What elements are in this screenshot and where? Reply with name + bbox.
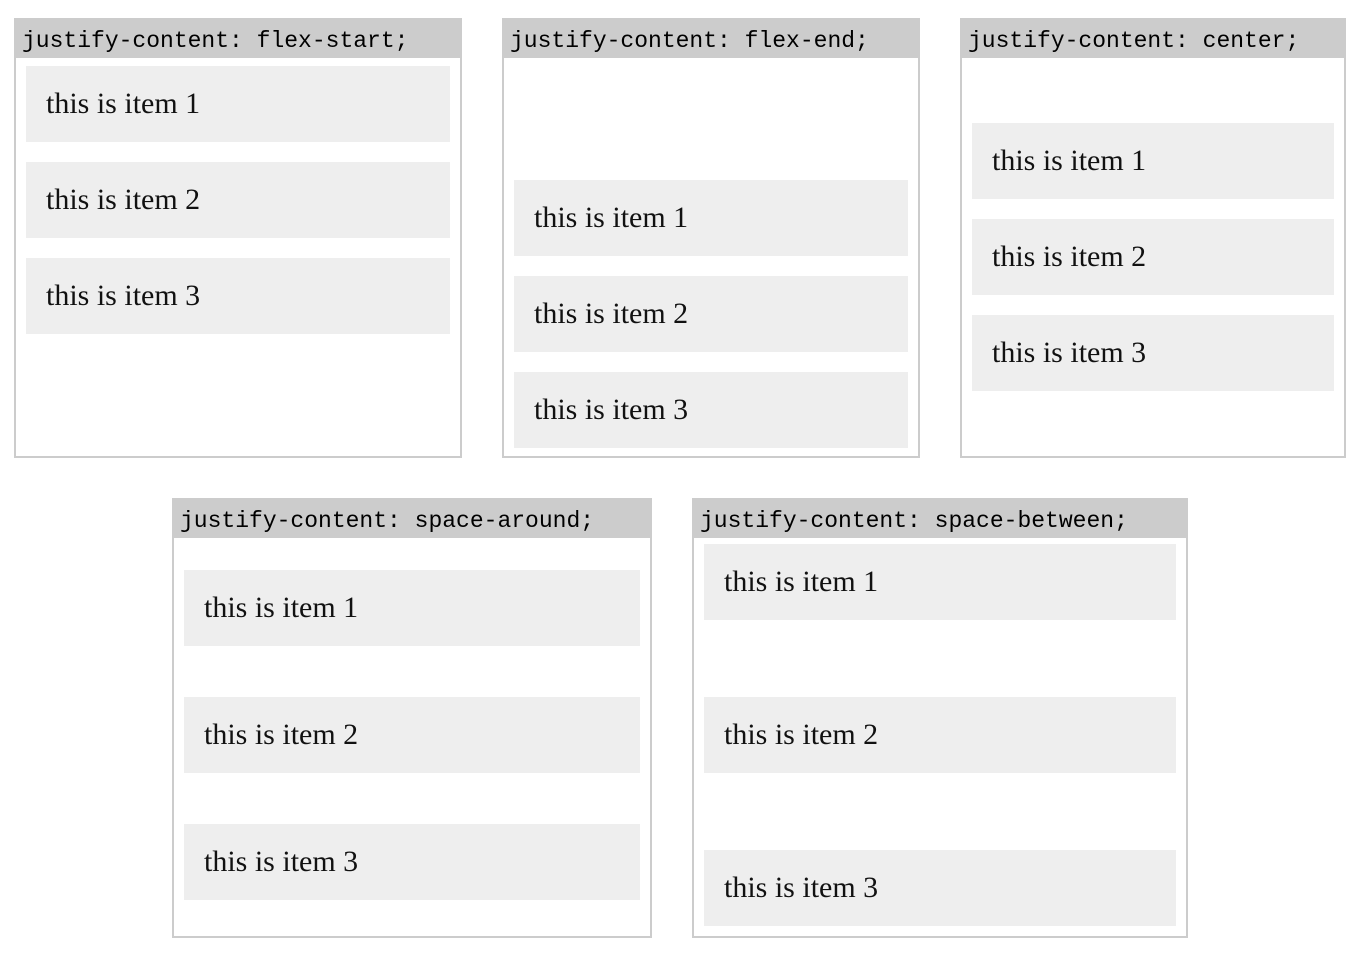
flex-container: this is item 1 this is item 2 this is it… [962,58,1344,456]
flex-container: this is item 1 this is item 2 this is it… [504,58,918,456]
flex-item: this is item 3 [972,315,1334,391]
flex-item: this is item 1 [972,123,1334,199]
flex-item: this is item 2 [514,276,908,352]
flex-item: this is item 1 [514,180,908,256]
flex-item: this is item 2 [972,219,1334,295]
demo-title: justify-content: flex-start; [16,20,460,58]
flex-item: this is item 1 [184,569,640,646]
demo-space-between: justify-content: space-between; this is … [692,498,1188,938]
demo-title: justify-content: space-around; [174,500,650,538]
demo-title: justify-content: center; [962,20,1344,58]
flex-item: this is item 3 [704,850,1176,926]
flex-container: this is item 1 this is item 2 this is it… [16,58,460,456]
demo-space-around: justify-content: space-around; this is i… [172,498,652,938]
flex-container: this is item 1 this is item 2 this is it… [694,538,1186,936]
flex-item: this is item 1 [704,544,1176,620]
flex-item: this is item 2 [184,696,640,773]
flex-item: this is item 2 [704,697,1176,773]
flex-item: this is item 1 [26,66,450,142]
demo-flex-start: justify-content: flex-start; this is ite… [14,18,462,458]
demo-flex-end: justify-content: flex-end; this is item … [502,18,920,458]
flex-item: this is item 2 [26,162,450,238]
flex-container: this is item 1 this is item 2 this is it… [174,538,650,936]
demo-title: justify-content: space-between; [694,500,1186,538]
flex-item: this is item 3 [514,372,908,448]
demo-title: justify-content: flex-end; [504,20,918,58]
flex-item: this is item 3 [26,258,450,334]
flex-item: this is item 3 [184,824,640,901]
demo-center: justify-content: center; this is item 1 … [960,18,1346,458]
